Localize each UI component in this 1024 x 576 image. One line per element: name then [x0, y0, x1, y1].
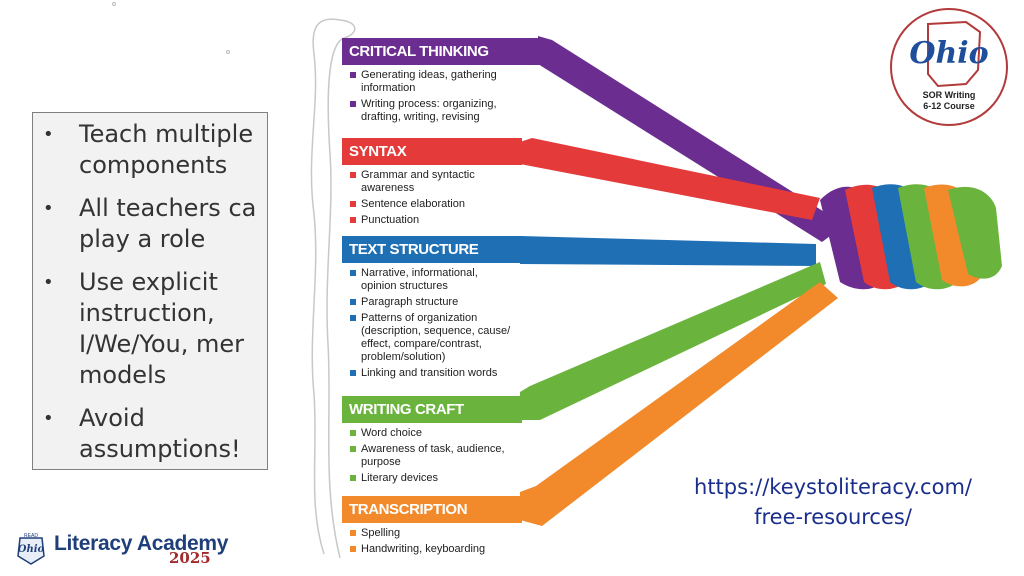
bullet-glyph: •	[43, 408, 54, 429]
category-syntax: SYNTAX Grammar and syntactic awareness S…	[342, 138, 542, 230]
category-item: Grammar and syntactic awareness	[350, 169, 542, 195]
category-writing-craft: WRITING CRAFT Word choice Awareness of t…	[342, 396, 542, 488]
ohio-state-outline-icon	[927, 20, 982, 88]
category-header: TRANSCRIPTION	[342, 496, 522, 523]
category-item: Paragraph structure	[350, 296, 542, 309]
logo-year: 2025	[169, 549, 211, 567]
strand-transcription	[520, 282, 838, 526]
bullet-text: All teachers ca play a role	[79, 194, 257, 253]
strand-writing-craft	[520, 262, 826, 420]
bullet-text: Use explicit instruction, I/We/You, mer …	[79, 268, 244, 389]
item-marker	[350, 270, 356, 276]
item-text: Literary devices	[361, 472, 439, 484]
badge-caption: SOR Writing 6-12 Course	[922, 90, 976, 111]
category-items: Grammar and syntactic awareness Sentence…	[342, 165, 542, 227]
item-marker	[350, 475, 356, 481]
bullet-text: Avoid assumptions!	[79, 404, 241, 463]
seal-top-text: READ	[24, 533, 38, 539]
category-item: Linking and transition words	[350, 367, 542, 380]
item-text: Generating ideas, gathering information	[361, 69, 497, 94]
item-marker	[350, 299, 356, 305]
category-item: Punctuation	[350, 214, 542, 227]
item-text: Writing process: organizing, drafting, w…	[361, 98, 497, 123]
category-items: Spelling Handwriting, keyboarding	[342, 523, 542, 556]
seal-word: Ohio	[18, 544, 45, 555]
item-marker	[350, 446, 356, 452]
bullet-item: • Avoid assumptions!	[33, 403, 267, 465]
category-item: Writing process: organizing, drafting, w…	[350, 98, 542, 124]
decorative-dot	[226, 50, 230, 54]
category-item: Awareness of task, audience, purpose	[350, 443, 542, 469]
item-marker	[350, 370, 356, 376]
category-item: Generating ideas, gathering information	[350, 69, 542, 95]
category-item: Spelling	[350, 527, 542, 540]
category-transcription: TRANSCRIPTION Spelling Handwriting, keyb…	[342, 496, 542, 559]
category-item: Handwriting, keyboarding	[350, 543, 542, 556]
rope-twists	[820, 184, 1002, 290]
literacy-academy-logo: READ Ohio Literacy Academy 2025	[14, 528, 244, 568]
category-items: Narrative, informational, opinion struct…	[342, 263, 542, 380]
read-ohio-seal-icon: READ Ohio	[17, 533, 45, 565]
bullet-glyph: •	[43, 124, 54, 145]
category-item: Literary devices	[350, 472, 542, 485]
item-text: Narrative, informational, opinion struct…	[361, 267, 478, 292]
item-marker	[350, 217, 356, 223]
item-marker	[350, 201, 356, 207]
bullet-glyph: •	[43, 272, 54, 293]
item-text: Linking and transition words	[361, 367, 498, 379]
category-items: Word choice Awareness of task, audience,…	[342, 423, 542, 485]
category-header: SYNTAX	[342, 138, 522, 165]
category-text-structure: TEXT STRUCTURE Narrative, informational,…	[342, 236, 542, 383]
category-item: Patterns of organization (description, s…	[350, 312, 542, 364]
bullet-item: • All teachers ca play a role	[33, 193, 267, 255]
category-item: Narrative, informational, opinion struct…	[350, 267, 542, 293]
category-header: TEXT STRUCTURE	[342, 236, 522, 263]
item-text: Patterns of organization (description, s…	[361, 312, 511, 363]
resource-link[interactable]: https://keystoliteracy.com/ free-resourc…	[694, 475, 972, 529]
strand-syntax	[520, 138, 820, 220]
item-text: Handwriting, keyboarding	[361, 543, 486, 555]
item-text: Grammar and syntactic awareness	[361, 169, 475, 194]
ohio-wordmark: Ohio	[909, 36, 989, 71]
item-marker	[350, 546, 356, 552]
item-text: Paragraph structure	[361, 296, 459, 308]
bullet-glyph: •	[43, 198, 54, 219]
item-marker	[350, 101, 356, 107]
bullet-item: • Use explicit instruction, I/We/You, mer…	[33, 267, 267, 391]
item-marker	[350, 430, 356, 436]
sketch-outline	[310, 18, 356, 559]
braided-rope-illustration	[520, 36, 1002, 526]
category-header: CRITICAL THINKING	[342, 38, 542, 65]
category-header: WRITING CRAFT	[342, 396, 522, 423]
category-item: Sentence elaboration	[350, 198, 542, 211]
decorative-dot	[112, 2, 116, 6]
logo-title: Literacy Academy	[54, 532, 229, 555]
bullet-item: • Teach multiple components	[33, 119, 267, 181]
item-marker	[350, 315, 356, 321]
item-text: Spelling	[361, 527, 401, 539]
item-text: Sentence elaboration	[361, 198, 465, 210]
bullet-list: • Teach multiple components • All teachers…	[33, 113, 267, 465]
category-items: Generating ideas, gathering information …	[342, 65, 542, 124]
bullet-list-box: • Teach multiple components • All teachers…	[32, 112, 268, 470]
bullet-text: Teach multiple components	[79, 120, 254, 179]
item-text: Awareness of task, audience, purpose	[361, 443, 505, 468]
strand-text-structure	[520, 236, 816, 266]
item-text: Word choice	[361, 427, 422, 439]
item-text: Punctuation	[361, 214, 420, 226]
item-marker	[350, 530, 356, 536]
category-critical-thinking: CRITICAL THINKING Generating ideas, gath…	[342, 38, 542, 127]
category-item: Word choice	[350, 427, 542, 440]
item-marker	[350, 72, 356, 78]
ohio-sor-writing-logo: Ohio SOR Writing 6-12 Course	[890, 8, 1008, 126]
item-marker	[350, 172, 356, 178]
